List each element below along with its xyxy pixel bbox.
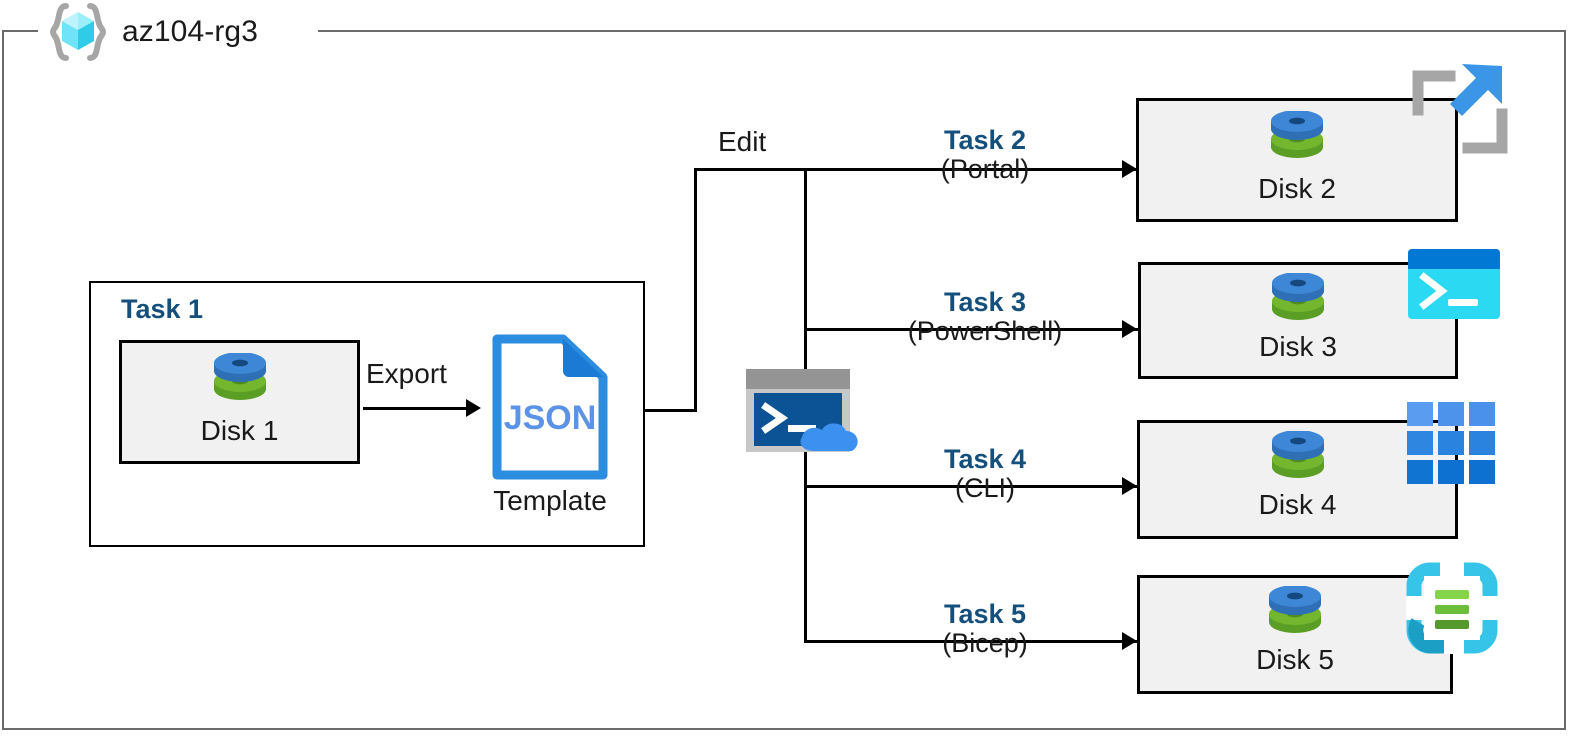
disk4-label: Disk 4 <box>1258 489 1337 520</box>
disk3-box[interactable]: Disk 3 <box>1138 262 1458 379</box>
task5-arrow-head <box>1122 632 1137 650</box>
disk1-label: Disk 1 <box>200 415 279 446</box>
managed-disk-icon <box>1267 430 1329 492</box>
export-label: Export <box>366 358 447 389</box>
resource-group-icon <box>46 2 110 62</box>
export-arrow-line <box>363 407 466 410</box>
managed-disk-icon <box>1266 110 1328 172</box>
managed-disk-icon <box>1267 272 1329 334</box>
disk1-box[interactable]: Disk 1 <box>119 340 360 464</box>
azure-portal-icon <box>1406 58 1514 171</box>
disk2-label: Disk 2 <box>1258 173 1336 204</box>
azure-cli-grid-icon <box>1407 402 1495 491</box>
task4-arrow-head <box>1122 477 1137 495</box>
edit-label: Edit <box>718 126 767 157</box>
resource-group-name: az104-rg3 <box>122 15 258 48</box>
task5-edge-label: Task 5 (Bicep) <box>942 599 1028 659</box>
bicep-icon <box>1404 560 1500 661</box>
template-label: Template <box>493 485 607 516</box>
disk4-box[interactable]: Disk 4 <box>1137 420 1458 539</box>
managed-disk-icon <box>209 352 271 414</box>
resource-group-frame <box>2 30 1566 730</box>
task4-branch-line <box>804 485 1138 488</box>
template-riser <box>694 168 697 412</box>
top-bus-line <box>694 168 1138 171</box>
task2-edge-label: Task 2 (Portal) <box>940 125 1030 185</box>
task2-arrow-head <box>1122 160 1137 178</box>
export-arrow-head <box>466 399 481 417</box>
resource-group-label: az104-rg3 <box>46 2 258 62</box>
task3-edge-label: Task 3 (PowerShell) <box>907 287 1063 347</box>
task1-title: Task 1 <box>121 294 204 324</box>
cloud-shell-icon <box>744 367 866 454</box>
task3-branch-line <box>804 328 1138 331</box>
task5-branch-line <box>804 640 1138 643</box>
disk5-label: Disk 5 <box>1256 644 1334 675</box>
task4-edge-label: Task 4 (CLI) <box>943 444 1027 504</box>
managed-disk-icon <box>1264 585 1326 647</box>
disk2-box[interactable]: Disk 2 <box>1136 98 1458 222</box>
disk3-label: Disk 3 <box>1259 331 1337 362</box>
powershell-icon <box>1408 249 1500 324</box>
template-out-stub <box>645 409 697 412</box>
task3-arrow-head <box>1122 320 1137 338</box>
svg-text:JSON: JSON <box>504 399 597 437</box>
json-file-icon: JSON <box>489 333 611 481</box>
disk5-box[interactable]: Disk 5 <box>1137 575 1453 694</box>
